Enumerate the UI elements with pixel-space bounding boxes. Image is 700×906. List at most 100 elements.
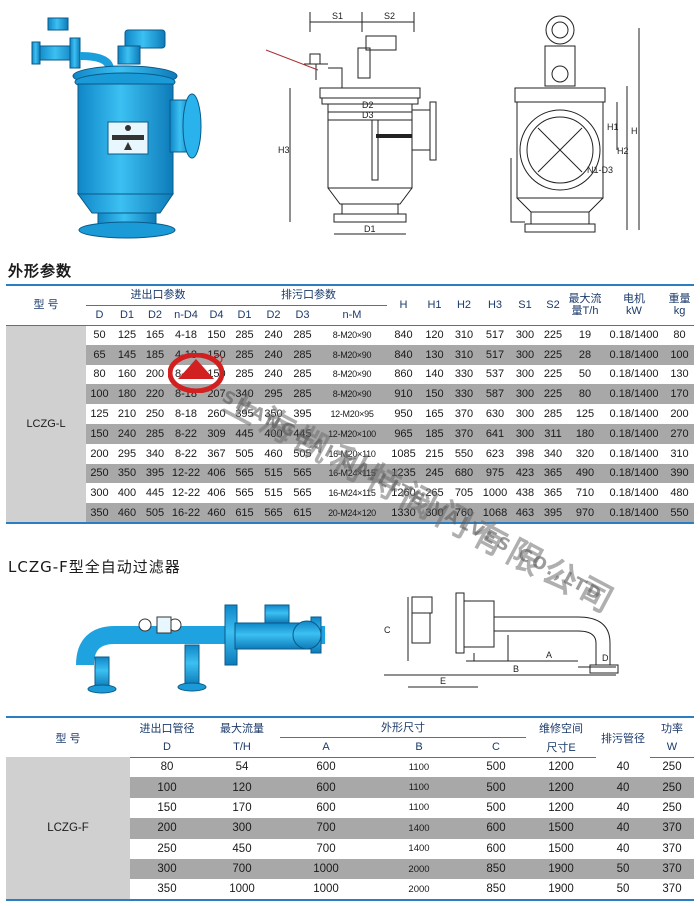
table-cell: 54 (235, 761, 249, 774)
header-s1: S1 (511, 285, 539, 326)
table-cell: 500 (486, 801, 506, 814)
table-cell: 120 (425, 329, 444, 342)
header2-power: 功率 (661, 722, 683, 735)
table-cell: 210 (117, 408, 137, 421)
table-cell: 320 (575, 447, 595, 460)
table-cell: 400 (117, 487, 137, 500)
table-cell: 700 (316, 842, 336, 855)
table-cell: 537 (485, 368, 505, 381)
table-cell: 150 (157, 801, 177, 814)
table-cell: 140 (425, 368, 444, 381)
table-cell: 390 (665, 463, 694, 484)
table-cell: 80 (160, 761, 174, 774)
table-cell: 370 (449, 423, 479, 444)
label-h3: H3 (278, 145, 290, 155)
table-cell: 1400 (408, 843, 430, 855)
filter-section-drawing: S1 S2 D2 D3 H3 D1 (265, 11, 437, 235)
table-cell: 12-M20×100 (317, 423, 387, 444)
table-cell: 370 (662, 842, 682, 855)
header2-power-unit: W (650, 737, 694, 758)
table-cell: 40 (616, 761, 630, 774)
label-h2: H2 (617, 146, 629, 156)
table-cell: 225 (539, 384, 567, 405)
table-cell: 250 (650, 777, 694, 798)
table-cell: 480 (670, 487, 689, 500)
table-cell: 950 (394, 408, 413, 421)
header-drain-col: D1 (230, 305, 259, 326)
table-cell: 225 (539, 344, 567, 365)
label-a: A (546, 650, 552, 660)
table-cell: 1500 (548, 842, 574, 855)
table-cell: 2000 (408, 883, 430, 895)
label-d2: D2 (362, 100, 374, 110)
table-cell: 350 (264, 408, 283, 421)
table-cell: 160 (117, 368, 137, 381)
table-cell: 1085 (391, 447, 416, 460)
table-cell: 200 (145, 368, 165, 381)
table-cell: 4-18 (174, 329, 198, 342)
table-cell: 565 (230, 463, 259, 484)
filter-3d-illustration (31, 17, 202, 239)
table-cell: 16-22 (169, 503, 203, 523)
table-cell: 680 (449, 463, 479, 484)
table-cell: 8-18 (174, 408, 198, 421)
header2-model: 型 号 (55, 732, 81, 745)
table-cell: 0.18/1400 (609, 329, 659, 342)
table-cell: 505 (293, 447, 312, 460)
table-cell: 1900 (526, 858, 596, 880)
table-cell: 365 (543, 487, 563, 500)
header2-inlet-unit: D (130, 737, 204, 758)
table-cell: 710 (575, 487, 595, 500)
table-cell: 295 (259, 384, 288, 405)
table-cell: 240 (259, 344, 288, 365)
table-cell: 550 (665, 503, 694, 523)
label-n1-d3: N1-D3 (587, 165, 613, 175)
header-inlet-col: n-D4 (169, 305, 203, 326)
table-cell: 840 (394, 329, 413, 342)
table-cell: 125 (575, 408, 595, 421)
table-cell: 285 (235, 329, 254, 342)
table-cell: 40 (596, 818, 650, 839)
table-cell: 250 (86, 463, 113, 484)
header-s2: S2 (539, 285, 567, 326)
table-cell: 615 (288, 503, 317, 523)
section1-title: 外形参数 (8, 262, 73, 280)
header-h1: H1 (420, 285, 449, 326)
label-e: E (440, 676, 446, 686)
table-cell: 300 (515, 368, 535, 381)
table-cell: 0.18/1400 (603, 503, 665, 523)
table-cell: 250 (662, 801, 682, 814)
label-d: D (602, 653, 609, 663)
table-row: 801602008-181502852402858-M20×9086014033… (6, 365, 694, 385)
table-cell: 1000 (229, 883, 255, 896)
header2-maint: 维修空间 (539, 722, 583, 735)
table-cell: 300 (515, 408, 535, 421)
label-h: H (631, 126, 638, 136)
label-c: C (384, 625, 391, 635)
table-cell: 700 (204, 858, 280, 880)
header-h: H (387, 285, 420, 326)
table-cell: 285 (141, 423, 169, 444)
table-cell: 445 (145, 487, 165, 500)
lczg-f-3d-illustration (76, 604, 325, 694)
table-cell: 340 (230, 384, 259, 405)
table-cell: 460 (113, 503, 141, 523)
table-cell: 1500 (526, 818, 596, 839)
table-cell: 395 (235, 408, 254, 421)
table-cell: 150 (207, 329, 226, 342)
table-cell: 406 (203, 463, 230, 484)
table-cell: 0.18/1400 (609, 447, 659, 460)
table-cell: 910 (387, 384, 420, 405)
table-cell: 200 (130, 818, 204, 839)
table-cell: 40 (616, 842, 630, 855)
table-cell: 12-22 (171, 487, 201, 500)
label-s1: S1 (332, 11, 343, 21)
table-cell: 8-22 (169, 423, 203, 444)
table-cell: 350 (157, 883, 177, 896)
table-cell: 250 (157, 842, 177, 855)
table-cell: 8-M20×90 (317, 344, 387, 365)
table-cell: 300 (90, 487, 109, 500)
table-cell: 515 (259, 463, 288, 484)
